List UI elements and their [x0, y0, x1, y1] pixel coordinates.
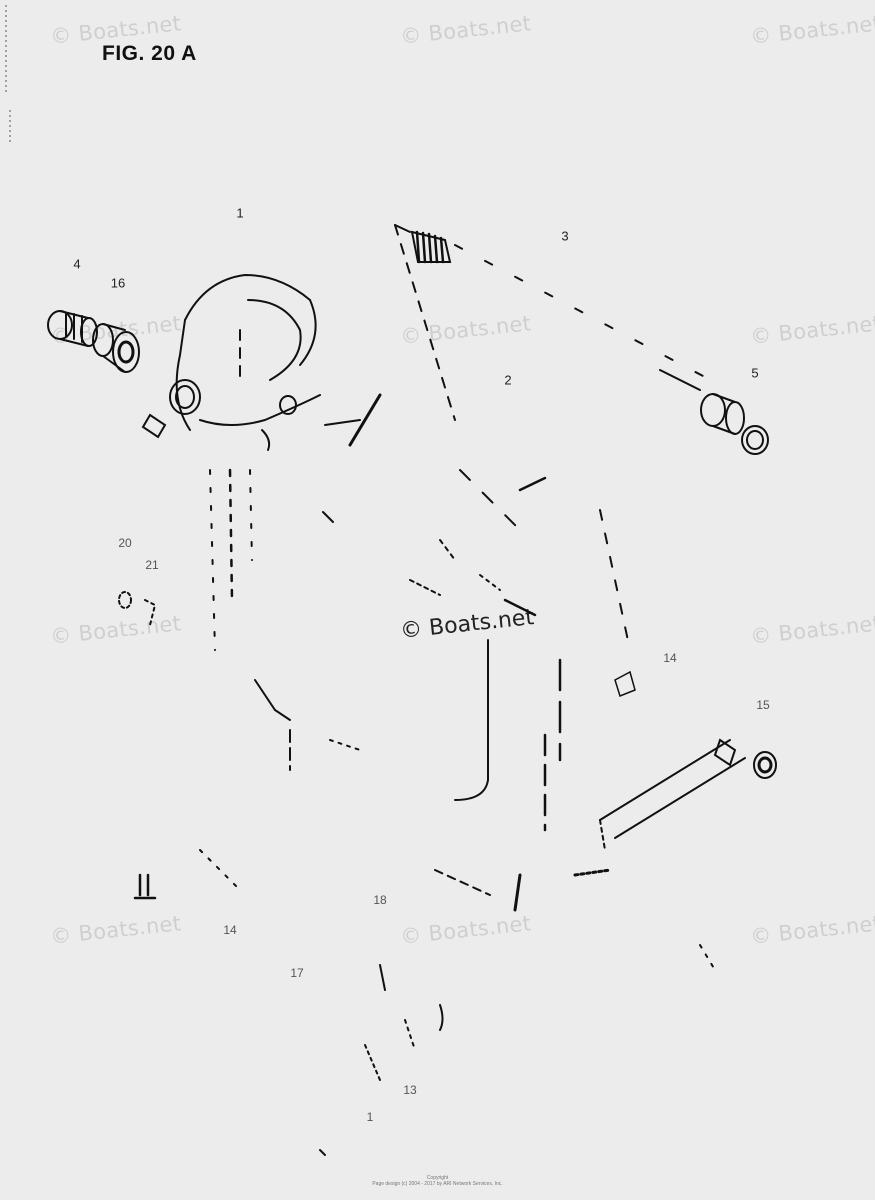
copyright-label: Copyright: [426, 1175, 449, 1181]
part-4-cap: [47, 310, 98, 347]
callout-3: 3: [561, 228, 569, 244]
callout-1: 1: [236, 205, 244, 221]
callout-16: 16: [110, 275, 126, 291]
figure-title: FIG. 20 A: [102, 42, 197, 65]
part-20-21-small: [118, 591, 157, 626]
callout-13: 13: [403, 1083, 417, 1097]
callout-20: 20: [118, 536, 132, 550]
part-16-bushing: [92, 323, 140, 373]
callout-21: 21: [145, 558, 159, 572]
callout-14-lower: 14: [223, 923, 237, 937]
callout-18: 18: [373, 893, 387, 907]
callout-5: 5: [751, 365, 759, 381]
part-1-bracket: [141, 273, 382, 771]
callout-17: 17: [290, 966, 304, 980]
callout-2: 2: [504, 372, 512, 388]
callout-14: 14: [663, 651, 677, 665]
callout-4: 4: [73, 256, 81, 272]
part-14-15-rod: [573, 670, 777, 877]
part-3-shaft: [394, 224, 721, 421]
callout-1-lower: 1: [366, 1110, 374, 1124]
part-5-fitting: [659, 369, 769, 455]
copyright-notice: Page design (c) 2004 - 2017 by ARI Netwo…: [372, 1181, 503, 1187]
margin-marks: [5, 5, 11, 145]
part-2-swivel: [409, 469, 631, 912]
callout-15: 15: [756, 698, 770, 712]
lower-parts: [133, 739, 716, 1156]
